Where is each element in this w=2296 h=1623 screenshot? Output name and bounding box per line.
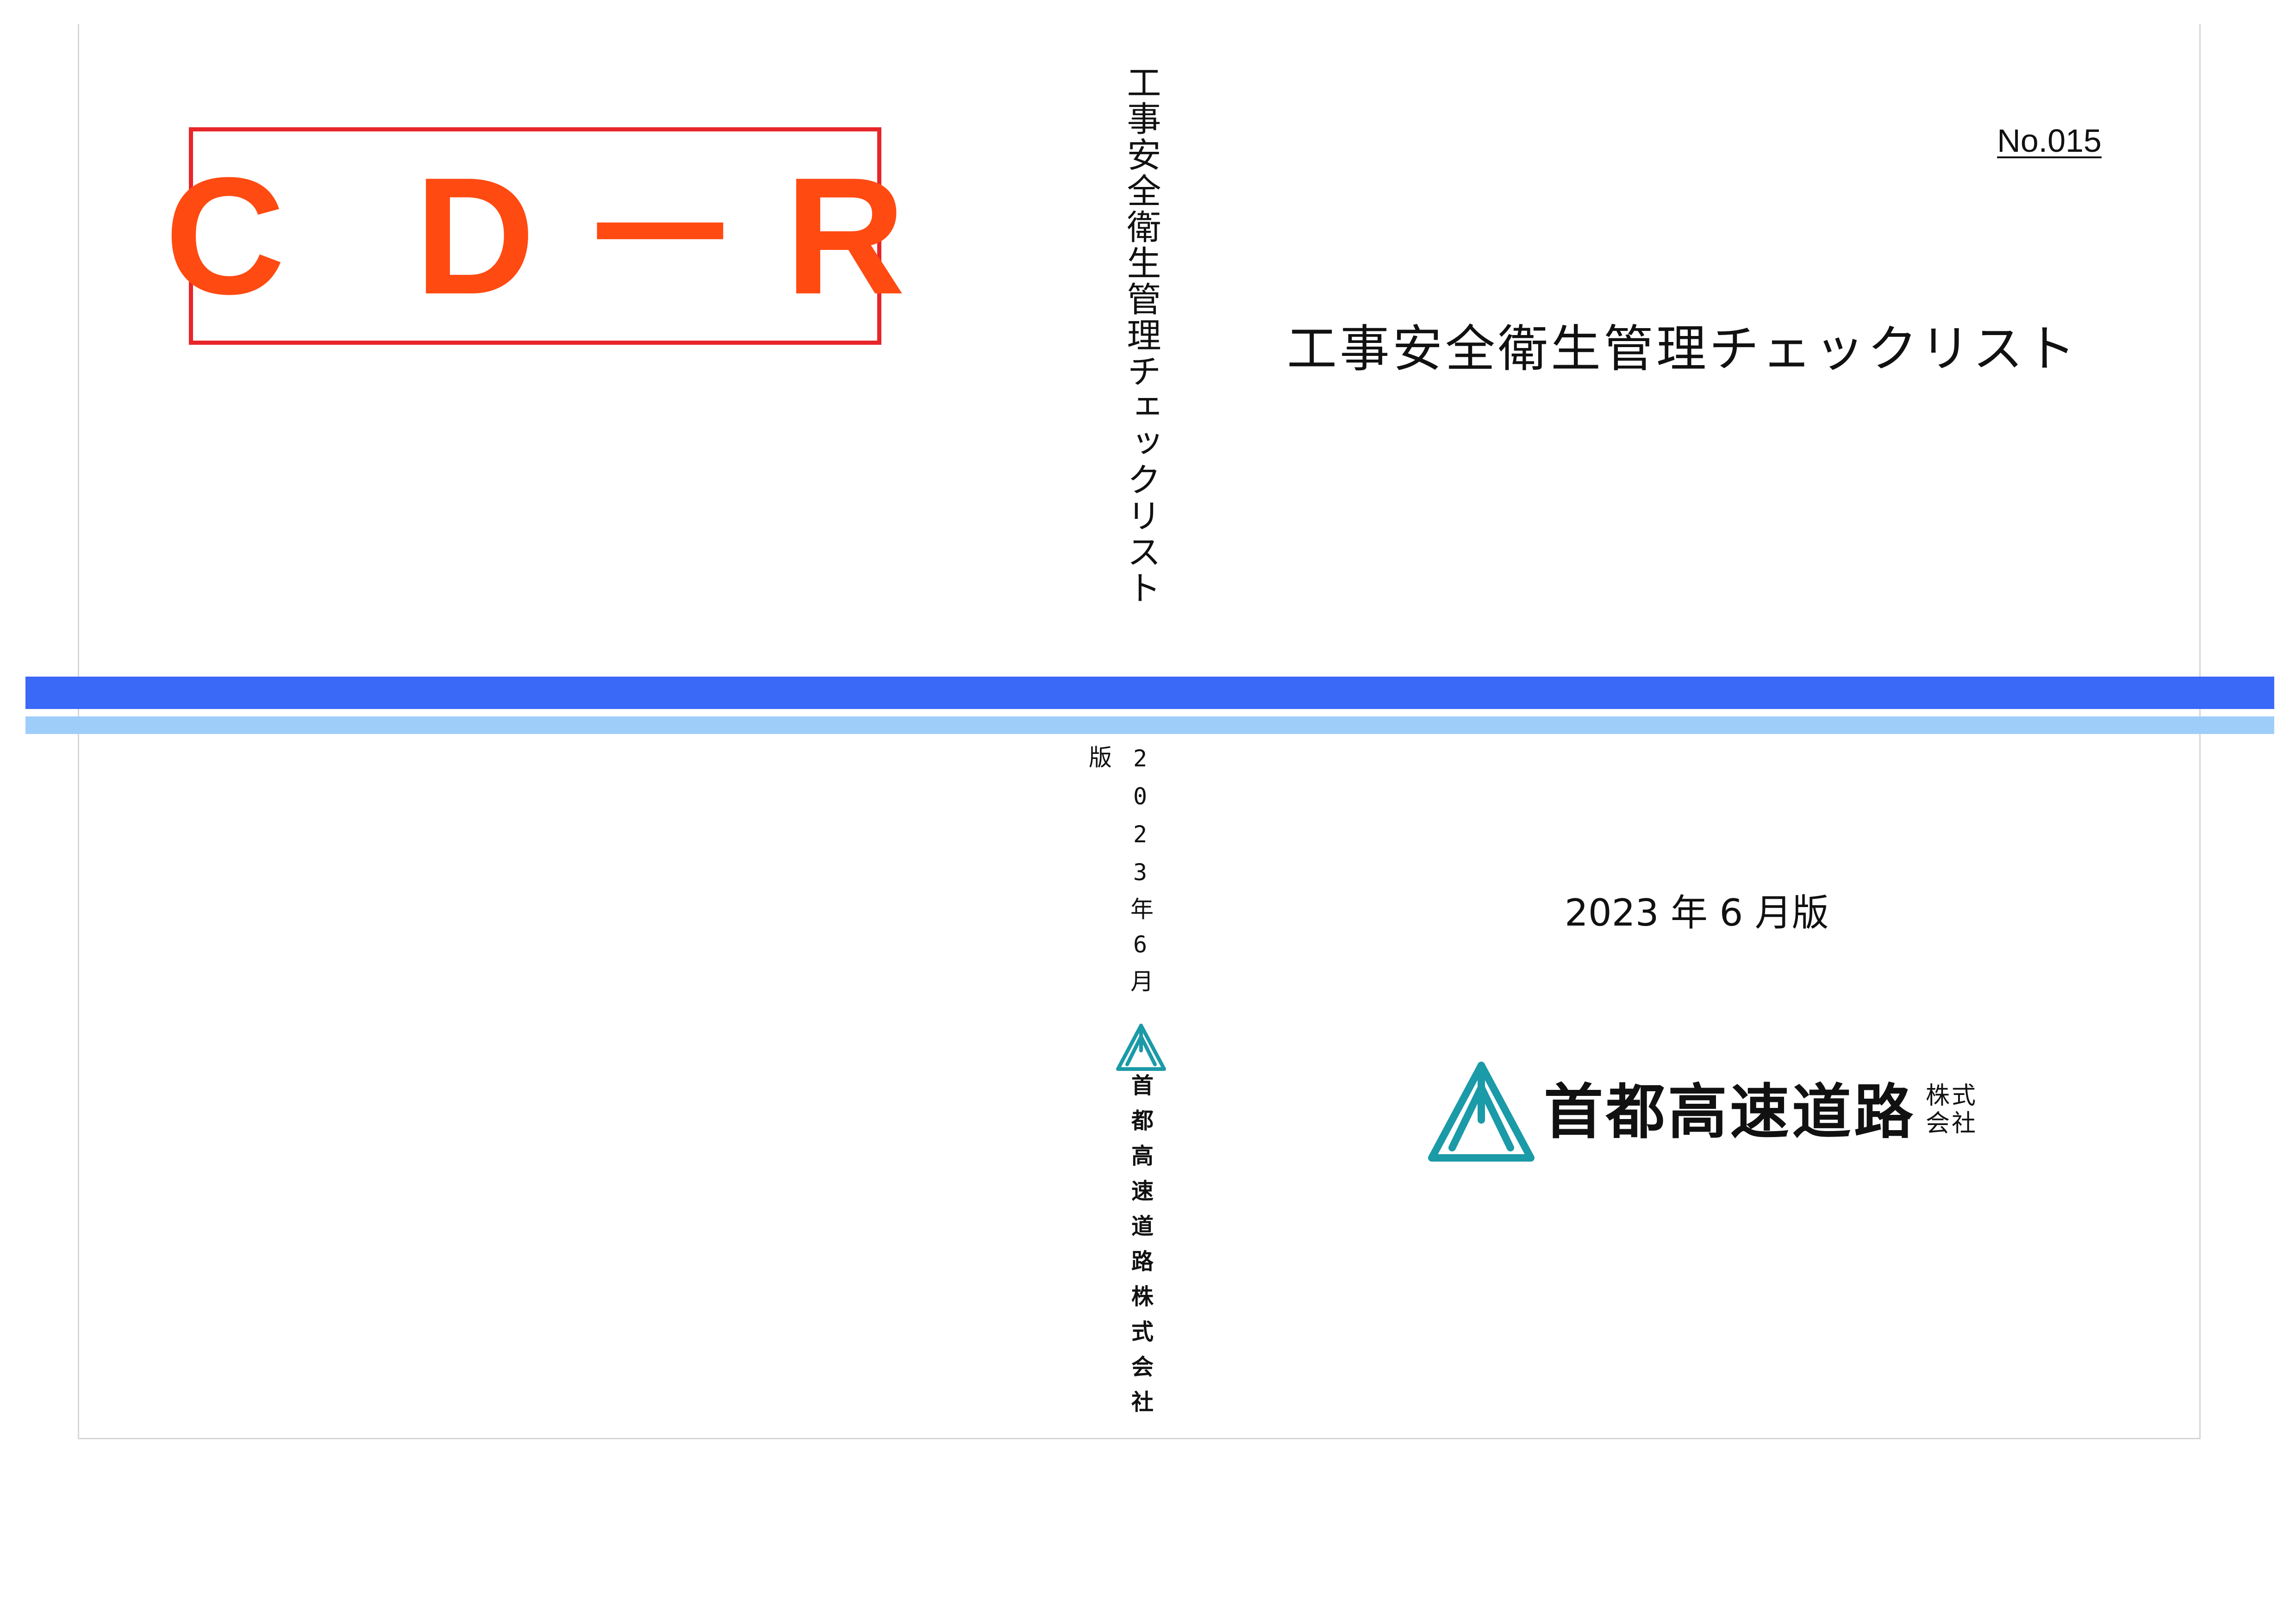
spine-logo-graphic: [1116, 1024, 1166, 1071]
cover-band-dark: [25, 677, 2274, 709]
cover-band-light: [25, 716, 2274, 734]
cd-r-stamp: C D－R: [165, 127, 905, 345]
cover-title: 工事安全衛生管理チェックリスト: [1287, 320, 2079, 378]
shutoko-logo-icon: [1113, 1023, 1169, 1074]
company-type-line-2: 会社: [1926, 1110, 1978, 1138]
company-name: 首都高速道路: [1544, 1078, 1916, 1147]
spine-title: 工事安全衛生管理チェックリスト: [1121, 65, 1161, 606]
cd-r-stamp-label: C D－R: [165, 143, 947, 329]
spine-company: 首都高速道路株式会社: [1127, 1074, 1153, 1425]
front-logo-graphic: [1428, 1062, 1535, 1162]
cover-edition: 2023 年 6 月版: [1565, 891, 1829, 934]
company-type: 株式 会社: [1926, 1082, 1986, 1138]
document-number: No.015: [1997, 123, 2102, 159]
company-type-line-1: 株式: [1926, 1082, 1978, 1110]
spine-edition: 2023年6月版: [1085, 745, 1154, 1003]
shutoko-logo-icon: [1423, 1060, 1539, 1166]
